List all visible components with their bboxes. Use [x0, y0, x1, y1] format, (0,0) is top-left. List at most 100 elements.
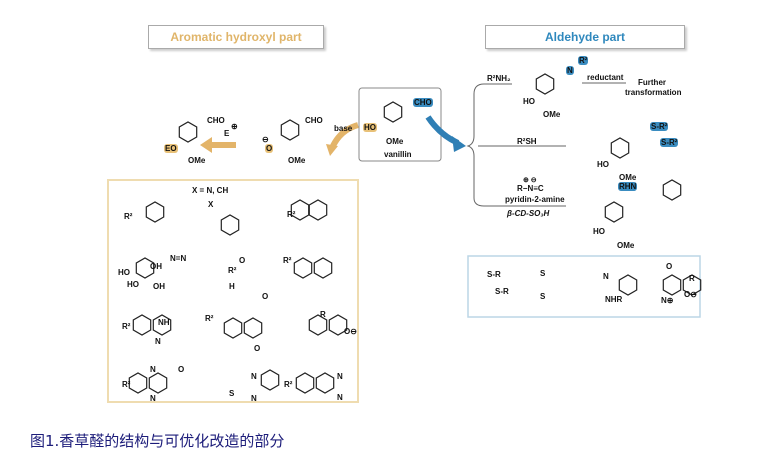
substituent-label: N — [251, 372, 257, 381]
label: OMe — [288, 156, 306, 165]
substituent-label: HO — [118, 268, 130, 277]
label: S-R² — [650, 122, 669, 131]
label: pyridin-2-amine — [505, 195, 565, 204]
substituent-label: N — [150, 394, 156, 403]
substituent-label: R² — [228, 266, 237, 275]
benzene-ring — [328, 314, 348, 336]
label: HO — [523, 97, 535, 106]
substituent-label: R² — [205, 314, 214, 323]
label: ⊖ — [262, 135, 269, 144]
header-aldehyde: Aldehyde part — [485, 25, 685, 49]
substituent-label: N — [150, 365, 156, 374]
substituent-label: X — [208, 200, 214, 209]
label: CHO — [413, 98, 433, 107]
benzene-ring — [308, 314, 328, 336]
benzene-ring — [220, 214, 240, 236]
label: reductant — [587, 73, 624, 82]
label: HO — [593, 227, 605, 236]
blue-arrow-head — [452, 136, 466, 152]
substituent-label: X = N, CH — [192, 186, 229, 195]
benzene-ring — [128, 372, 148, 394]
label: ⊕ — [231, 122, 238, 131]
benzene-ring — [610, 137, 630, 159]
benzene-ring — [132, 314, 152, 336]
label: CHO — [305, 116, 323, 125]
substituent-box-right — [467, 255, 701, 318]
label: HO — [597, 160, 609, 169]
label: R²NH₂ — [487, 74, 511, 83]
benzene-ring — [260, 369, 280, 391]
orange-arrow-base — [329, 122, 359, 150]
benzene-ring — [280, 119, 300, 141]
substituent-label: OH — [150, 262, 162, 271]
label: N — [603, 272, 609, 281]
label: N⊕ — [661, 296, 674, 305]
substituent-label: R — [320, 310, 326, 319]
substituent-label: O — [254, 344, 261, 353]
benzene-ring — [308, 199, 328, 221]
branch-bracket — [466, 83, 485, 207]
label: OMe — [543, 110, 561, 119]
label: transformation — [625, 88, 682, 97]
benzene-ring — [223, 317, 243, 339]
benzene-ring — [604, 201, 624, 223]
label: HO — [363, 123, 377, 132]
benzene-ring — [152, 314, 172, 336]
substituent-label: R² — [283, 256, 292, 265]
benzene-ring — [313, 257, 333, 279]
substituent-label: R² — [122, 322, 131, 331]
substituent-label: N=N — [170, 254, 187, 263]
substituent-label: O⊖ — [344, 327, 357, 336]
label: RHN — [618, 182, 638, 191]
benzene-ring — [243, 317, 263, 339]
figure-caption: 图1.香草醛的结构与可优化改造的部分 — [30, 432, 285, 450]
substituent-label: R² — [287, 210, 296, 219]
substituent-label: R² — [122, 380, 131, 389]
substituent-label: O — [239, 256, 246, 265]
label: OMe — [617, 241, 635, 250]
label: ⊕ ⊖ — [523, 177, 537, 184]
label: S — [540, 269, 546, 278]
benzene-ring — [618, 274, 638, 296]
orange-arrow-e-head — [200, 137, 212, 153]
label: E — [224, 129, 230, 138]
label: R² — [578, 56, 589, 65]
benzene-ring — [135, 257, 155, 279]
substituent-label: R² — [284, 380, 293, 389]
substituent-label: N — [251, 394, 257, 403]
substituent-label: N — [337, 393, 343, 402]
benzene-ring — [662, 274, 682, 296]
label: O⊖ — [684, 290, 697, 299]
label: base — [334, 124, 353, 133]
benzene-ring — [315, 372, 335, 394]
benzene-ring — [662, 179, 682, 201]
label: β-CD-SO₃H — [507, 209, 550, 218]
label: NHR — [605, 295, 623, 304]
label: OMe — [619, 173, 637, 182]
benzene-ring — [383, 101, 403, 123]
label: R — [689, 274, 695, 283]
label: S — [540, 292, 546, 301]
label: S-R — [487, 270, 501, 279]
benzene-ring — [682, 274, 702, 296]
label: R²SH — [517, 137, 537, 146]
label: vanillin — [384, 150, 412, 159]
substituent-label: N — [155, 337, 161, 346]
label: S-R — [495, 287, 509, 296]
benzene-ring — [535, 73, 555, 95]
label: OMe — [386, 137, 404, 146]
header-aldehyde-text: Aldehyde part — [544, 30, 625, 44]
label: R−N≡C — [517, 184, 544, 193]
benzene-ring — [145, 201, 165, 223]
orange-arrow-e — [210, 142, 236, 148]
label: S-R² — [660, 138, 679, 147]
label: N — [566, 66, 574, 75]
substituent-label: OH — [153, 282, 165, 291]
substituent-label: N — [337, 372, 343, 381]
benzene-ring — [295, 372, 315, 394]
label: OMe — [188, 156, 206, 165]
substituent-label: R² — [124, 212, 133, 221]
benzene-ring — [148, 372, 168, 394]
header-aromatic-hydroxyl: Aromatic hydroxyl part — [148, 25, 324, 49]
